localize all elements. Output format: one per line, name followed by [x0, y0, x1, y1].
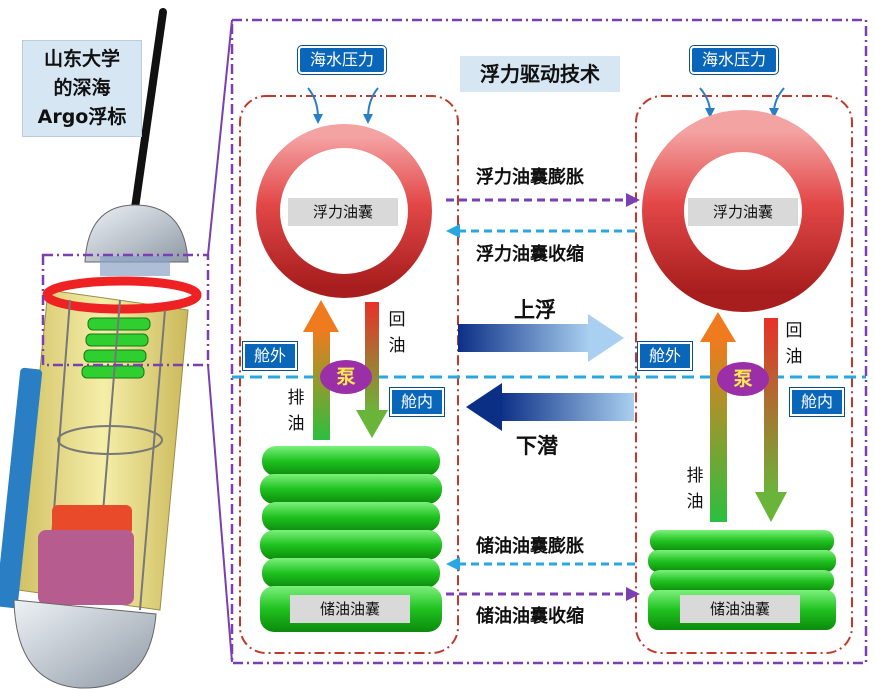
descend-label: 下潜	[516, 434, 558, 458]
left-panel	[239, 95, 459, 654]
float-title-line-2: 的深海	[53, 77, 111, 99]
zoom-line-bottom	[207, 364, 233, 663]
argo-float-illustration	[0, 8, 202, 689]
oil-shrink-label: 储油油囊收缩	[476, 606, 584, 627]
seawater-pressure-left: 海水压力	[298, 46, 386, 74]
float-title: 山东大学 的深海 Argo浮标	[22, 40, 142, 137]
ascend-label: 上浮	[514, 298, 556, 322]
return-arrow-left	[365, 302, 379, 412]
right-panel	[635, 95, 853, 654]
return-oil-left-2: 油	[388, 336, 406, 356]
return-oil-right-1: 回	[785, 321, 803, 341]
discharge-oil-right-2: 油	[686, 492, 704, 512]
ascend-arrow	[458, 324, 590, 352]
return-oil-left-1: 回	[388, 310, 406, 330]
oil-bladder-label-left: 储油油囊	[290, 595, 410, 623]
float-title-line-1: 山东大学	[43, 48, 120, 70]
return-arrow-right	[764, 318, 778, 494]
oil-inflate-label: 储油油囊膨胀	[476, 536, 584, 557]
diagram-title: 浮力驱动技术	[460, 56, 620, 92]
zoom-box	[41, 253, 210, 367]
main-frame	[230, 18, 868, 665]
inside-cabin-right: 舱内	[790, 388, 844, 416]
discharge-oil-right: 排 油	[684, 463, 706, 515]
discharge-oil-left-1: 排	[287, 388, 305, 408]
pump-right: 泵	[717, 362, 769, 396]
inside-cabin-left: 舱内	[390, 388, 444, 416]
buoyancy-shrink-label: 浮力油囊收缩	[476, 244, 584, 265]
return-oil-left: 回 油	[386, 307, 408, 359]
discharge-oil-right-1: 排	[686, 466, 704, 486]
float-title-line-3: Argo浮标	[37, 106, 127, 128]
oil-bladder-label-right: 储油油囊	[680, 595, 800, 623]
discharge-oil-left: 排 油	[285, 385, 307, 437]
seawater-pressure-right: 海水压力	[690, 46, 778, 74]
outside-cabin-right: 舱外	[638, 342, 692, 370]
buoyancy-inflate-label: 浮力油囊膨胀	[476, 167, 584, 188]
discharge-oil-left-2: 油	[287, 414, 305, 434]
zoom-line-top	[207, 19, 233, 256]
descend-arrow	[500, 393, 634, 421]
buoyancy-bladder-label-left: 浮力油囊	[288, 198, 398, 226]
buoyancy-bladder-small	[256, 124, 432, 298]
buoyancy-bladder-label-right: 浮力油囊	[688, 198, 798, 226]
return-oil-right-2: 油	[785, 347, 803, 367]
return-oil-right: 回 油	[783, 318, 805, 370]
buoyancy-bladder-large	[642, 110, 844, 312]
discharge-arrow-left	[313, 330, 330, 440]
pump-left: 泵	[320, 360, 372, 394]
outside-cabin-left: 舱外	[243, 342, 297, 370]
